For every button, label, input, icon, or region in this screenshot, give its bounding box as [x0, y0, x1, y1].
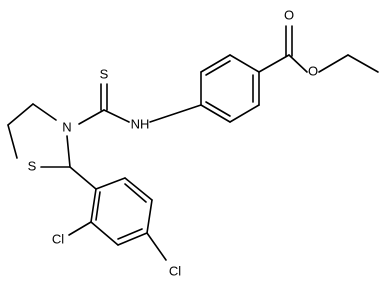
- chlorine-para-label: Cl: [169, 263, 181, 278]
- ester-oxygen-label: O: [308, 63, 318, 78]
- bond-aryl-cl-ortho: [68, 221, 92, 236]
- bond-oester-ccarbonyl: [288, 54, 308, 73]
- thione-sulfur-label: S: [100, 66, 109, 81]
- aryl-bond-1: [95, 177, 126, 190]
- thiourea-nitrogen-label: NH: [131, 116, 150, 131]
- aryl-bond-3: [146, 199, 153, 234]
- aryl-bond-2: [124, 177, 153, 201]
- ring-bond-4: [200, 104, 231, 123]
- ethyl-ester-group: [258, 25, 379, 73]
- bond-c5-sring: [7, 124, 18, 159]
- bond-nh-cthione: [103, 109, 130, 123]
- ring-nitrogen-label: N: [62, 119, 71, 134]
- aryl-bond-4: [117, 232, 148, 246]
- thiourea-linkage: [78, 83, 202, 125]
- aryl-inner-bond-2: [117, 228, 143, 240]
- carbonyl-oxygen-label: O: [284, 7, 294, 22]
- ring-inner-bond-2: [205, 101, 231, 117]
- dichlorophenyl-ring: [68, 166, 167, 261]
- ring-inner-bond-1: [205, 60, 231, 76]
- bond-ch2-oester: [318, 54, 349, 73]
- bond-cthione-nring: [78, 109, 105, 125]
- chlorine-ortho-label: Cl: [52, 231, 64, 246]
- bond-ccarbonyl-ring: [258, 54, 290, 73]
- ring-bond-5: [229, 104, 260, 123]
- aryl-inner-bond-3: [95, 191, 101, 221]
- aryl-inner-bond-1: [124, 183, 147, 203]
- ring-sulfur-label: S: [28, 158, 37, 173]
- thiazolidine-ring: [7, 103, 71, 168]
- bond-nring-c4: [32, 103, 57, 121]
- bond-aryl-cl-para: [146, 232, 167, 261]
- bond-c2-aryl: [69, 166, 97, 190]
- bond-ring-nh: [149, 104, 202, 123]
- aryl-bond-6: [90, 188, 97, 223]
- ring-bond-2: [200, 54, 231, 73]
- benzoate-ring: [200, 54, 260, 123]
- bond-c2-nring: [66, 135, 71, 168]
- bond-ch3-ch2: [347, 54, 379, 73]
- ring-bond-1: [229, 54, 260, 73]
- bond-c4-c5: [7, 103, 34, 126]
- aryl-bond-5: [90, 221, 119, 246]
